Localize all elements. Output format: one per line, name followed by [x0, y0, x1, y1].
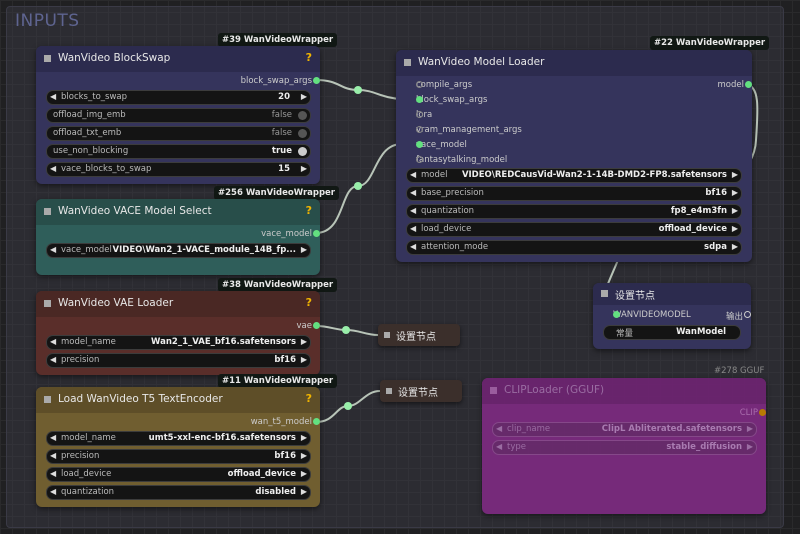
output-slot[interactable]: vace_model	[261, 229, 320, 239]
input-slot-block-swap-args[interactable]: block_swap_args	[416, 95, 488, 105]
node-badge: #22 WanVideoWrapper	[650, 36, 770, 50]
output-slot[interactable]: block_swap_args	[241, 76, 320, 86]
input-slot-wanvideomodel[interactable]: WANVIDEOMODEL	[613, 310, 691, 320]
output-slot[interactable]: vae	[297, 321, 320, 331]
input-slot-lora[interactable]: lora	[416, 110, 433, 120]
collapse-toggle[interactable]	[44, 55, 51, 62]
collapse-toggle[interactable]	[384, 332, 390, 338]
output-slot[interactable]: wan_t5_model	[251, 417, 320, 427]
node-model-loader[interactable]: WanVideo Model Loader model compile_args…	[396, 50, 752, 262]
node-title: CLIPLoader (GGUF)	[504, 384, 605, 396]
collapse-toggle[interactable]	[404, 59, 411, 66]
input-slot-compile-args[interactable]: compile_args	[416, 80, 473, 90]
collapse-toggle[interactable]	[386, 388, 392, 394]
node-t5-text-encoder[interactable]: Load WanVideo T5 TextEncoder ? wan_t5_mo…	[36, 387, 320, 507]
node-set-t5[interactable]: 设置节点	[380, 380, 462, 402]
output-slot[interactable]: 输出	[726, 310, 751, 322]
help-icon[interactable]: ?	[305, 296, 312, 309]
output-slot[interactable]: CLIP	[740, 408, 766, 418]
node-title: WanVideo VACE Model Select	[58, 205, 212, 217]
collapse-toggle[interactable]	[490, 387, 497, 394]
node-title: 设置节点	[396, 332, 436, 343]
collapse-toggle[interactable]	[601, 290, 608, 297]
help-icon[interactable]: ?	[305, 51, 312, 64]
reroute-point[interactable]	[342, 326, 350, 334]
input-slot-fantasytalking-model[interactable]: fantasytalking_model	[416, 155, 508, 165]
node-badge: #11 WanVideoWrapper	[218, 374, 338, 388]
node-title: 设置节点	[615, 291, 655, 302]
reroute-point[interactable]	[354, 86, 362, 94]
collapse-toggle[interactable]	[44, 300, 51, 307]
node-title: 设置节点	[398, 388, 438, 399]
node-set-vae[interactable]: 设置节点	[378, 324, 460, 346]
collapse-toggle[interactable]	[44, 208, 51, 215]
node-blockswap[interactable]: WanVideo BlockSwap ? block_swap_args ◀bl…	[36, 46, 320, 184]
node-badge: #278 GGUF	[714, 366, 765, 376]
node-title: WanVideo Model Loader	[418, 56, 545, 68]
group-title: INPUTS	[15, 11, 80, 31]
collapse-toggle[interactable]	[44, 396, 51, 403]
reroute-point[interactable]	[344, 402, 352, 410]
help-icon[interactable]: ?	[305, 392, 312, 405]
node-badge: #38 WanVideoWrapper	[218, 278, 338, 292]
node-title: WanVideo BlockSwap	[58, 52, 171, 64]
input-slot-vram-management-args[interactable]: vram_management_args	[416, 125, 522, 135]
node-title: Load WanVideo T5 TextEncoder	[58, 393, 223, 405]
node-badge: #256 WanVideoWrapper	[214, 186, 339, 200]
node-badge: #39 WanVideoWrapper	[218, 33, 338, 47]
input-slot-vace-model[interactable]: vace_model	[416, 140, 467, 150]
node-title: WanVideo VAE Loader	[58, 297, 174, 309]
reroute-point[interactable]	[354, 182, 362, 190]
output-slot[interactable]: model	[718, 80, 752, 90]
node-vace-model-select[interactable]: WanVideo VACE Model Select ? vace_model …	[36, 199, 320, 275]
help-icon[interactable]: ?	[305, 204, 312, 217]
